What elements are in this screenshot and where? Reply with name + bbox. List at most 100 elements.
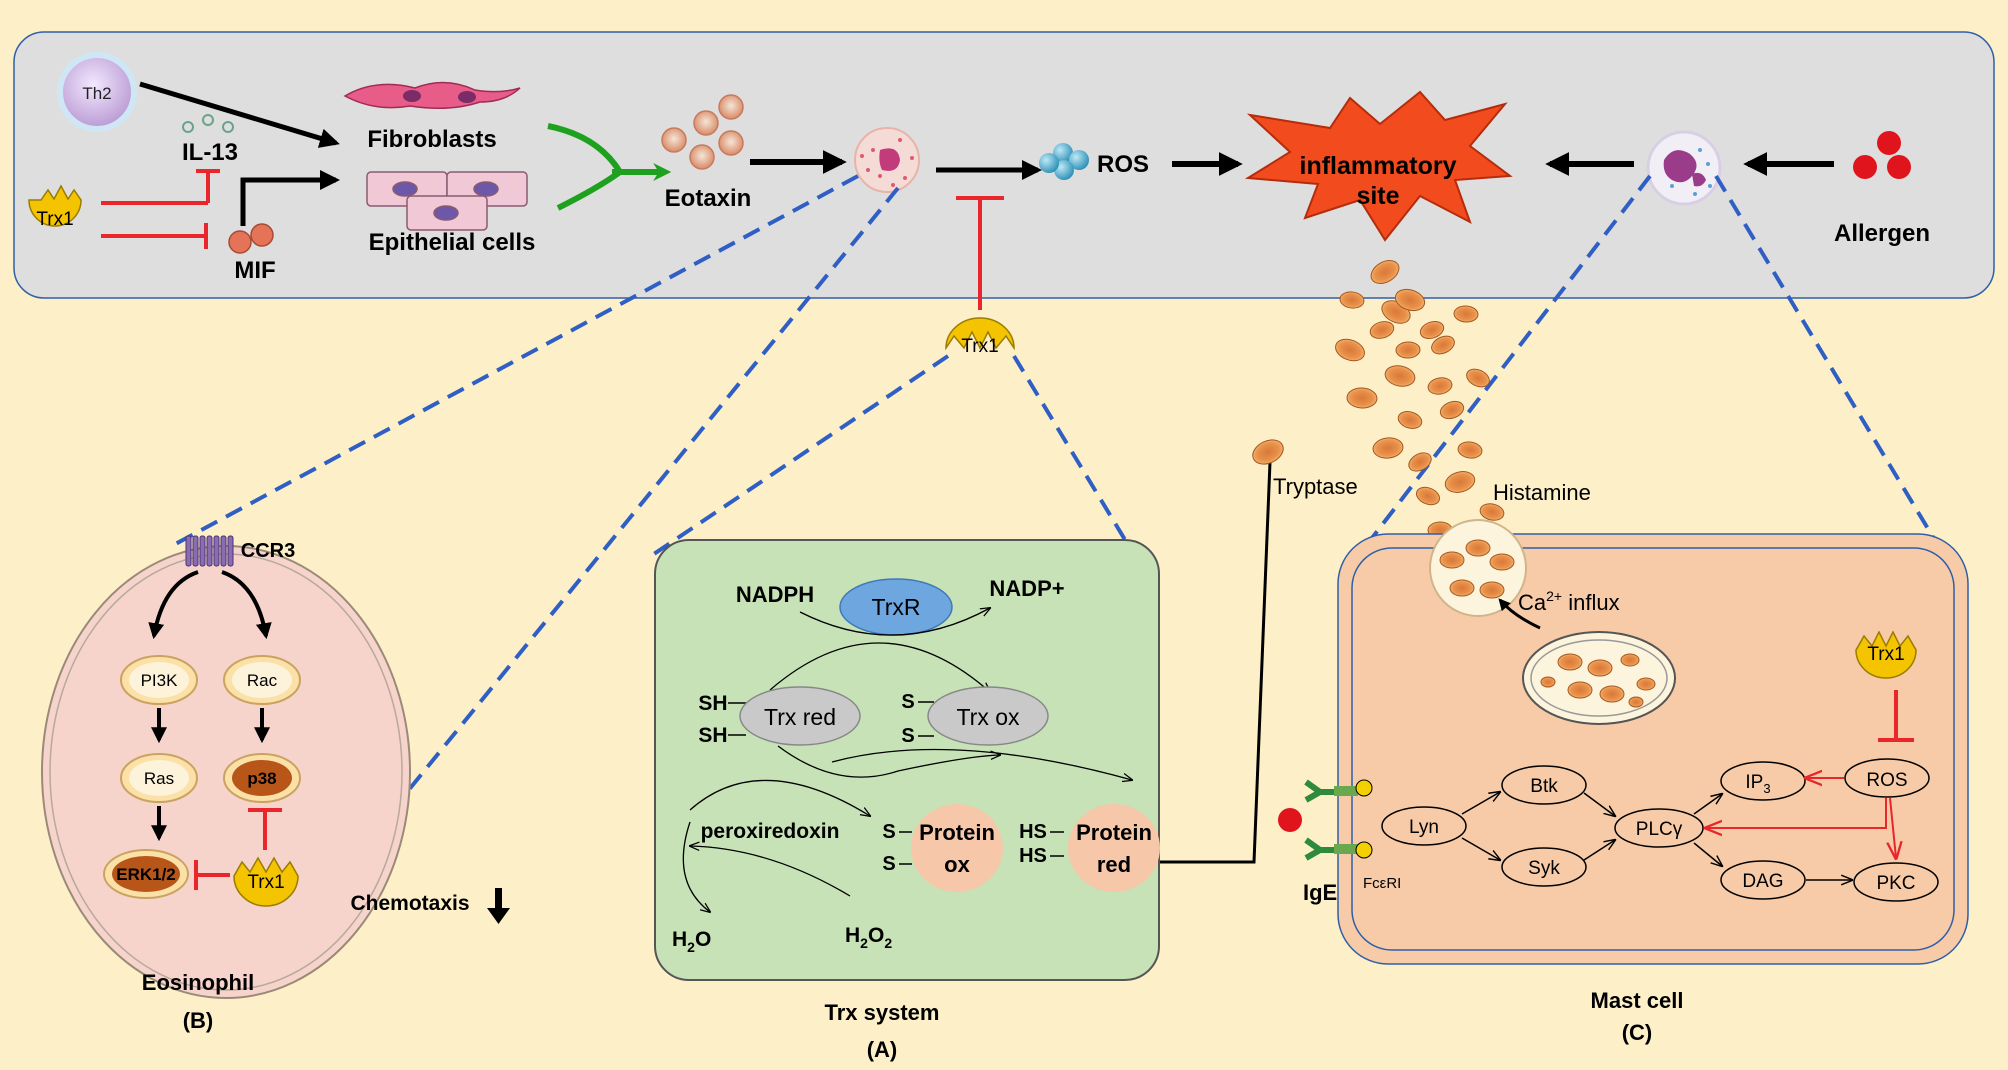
inflammatory-site-burst bbox=[1244, 90, 1513, 242]
lyn-label: Lyn bbox=[1409, 817, 1439, 838]
histamine-granule bbox=[1397, 411, 1423, 429]
epithelial-green-arrow bbox=[556, 169, 622, 211]
mast-cell-caption: Mast cell bbox=[1591, 988, 1684, 1013]
mast-cell-icon bbox=[1646, 130, 1722, 206]
histamine-granule bbox=[1369, 321, 1395, 339]
fibroblasts-icon bbox=[343, 81, 521, 109]
trx1-mastcell-icon: Trx1 bbox=[1855, 630, 1917, 679]
histamine-granule bbox=[1335, 338, 1365, 362]
s-top-label: S bbox=[901, 691, 914, 713]
trxr-label: TrxR bbox=[872, 594, 921, 620]
vesicle-granules bbox=[1439, 539, 1515, 599]
trx-to-tryptase-connector bbox=[1160, 461, 1272, 864]
protein-ox-s-top: S bbox=[882, 821, 895, 843]
ras-node: Ras bbox=[120, 753, 198, 803]
trx-system-caption: Trx system bbox=[825, 1000, 940, 1025]
to-protein-red-arrow bbox=[831, 748, 1132, 780]
inflammatory-site-label-1: inflammatory bbox=[1300, 152, 1457, 180]
ros-mast-label: ROS bbox=[1866, 770, 1907, 791]
dag-label: DAG bbox=[1742, 871, 1783, 892]
tryptase-label: Tryptase bbox=[1273, 474, 1358, 499]
histamine-granule bbox=[1431, 335, 1455, 355]
histamine-granule bbox=[1346, 387, 1378, 409]
trx1-eosinophil-label: Trx1 bbox=[247, 872, 284, 893]
eotaxin-molecules-icon bbox=[661, 94, 744, 170]
mif-molecules-icon bbox=[228, 223, 274, 254]
il13-droplets-icon bbox=[182, 114, 234, 133]
ige-antigen-icon bbox=[1278, 808, 1302, 832]
allergen-label: Allergen bbox=[1834, 220, 1930, 247]
p38-node: p38 bbox=[223, 753, 301, 803]
mif-label: MIF bbox=[234, 257, 275, 284]
protein-ox-label-2: ox bbox=[944, 852, 970, 877]
ca-influx-label: Ca2+ influx bbox=[1518, 588, 1620, 615]
trx1-center-label: Trx1 bbox=[961, 336, 998, 357]
h2o-label: H2O bbox=[672, 928, 711, 955]
erk-label: ERK1/2 bbox=[116, 865, 176, 884]
histamine-granule bbox=[1453, 305, 1479, 323]
sh-bottom-label: SH bbox=[698, 724, 727, 747]
down-arrow-icon bbox=[487, 888, 510, 924]
histamine-granule bbox=[1408, 452, 1432, 472]
mif-to-epithelial-arrow bbox=[240, 170, 340, 226]
ccr3-to-pi3k-arrow bbox=[148, 570, 199, 640]
dag-node: DAG bbox=[1720, 860, 1806, 900]
syk-label: Syk bbox=[1528, 858, 1560, 879]
pi3k-node: PI3K bbox=[120, 655, 198, 705]
histamine-granule bbox=[1372, 437, 1404, 459]
trx-red-label: Trx red bbox=[764, 704, 836, 730]
protein-red-label-1: Protein bbox=[1076, 820, 1152, 845]
nadph-to-nadp-arrow bbox=[799, 608, 990, 636]
trx1-mastcell-label: Trx1 bbox=[1867, 644, 1904, 665]
trx-system-panel-label: (A) bbox=[867, 1037, 898, 1062]
histamine-granule bbox=[1419, 320, 1445, 340]
dashed-connectors bbox=[167, 174, 1950, 879]
rac-label: Rac bbox=[247, 671, 278, 690]
protein-red-node: Protein red bbox=[1068, 804, 1160, 892]
histamine-granule bbox=[1370, 260, 1400, 284]
ccr3-receptor-icon bbox=[185, 535, 234, 567]
fibroblasts-label: Fibroblasts bbox=[367, 126, 496, 153]
chemotaxis-label: Chemotaxis bbox=[350, 892, 469, 915]
s-bottom-label: S bbox=[901, 725, 914, 747]
peroxiredoxin-to-h2o-arrow bbox=[682, 821, 710, 912]
trx-ox-label: Trx ox bbox=[956, 704, 1020, 730]
ros-activation-arrows bbox=[1706, 778, 1896, 858]
allergen-icon bbox=[1853, 131, 1911, 179]
ccr3-label: CCR3 bbox=[241, 540, 295, 562]
tryptase-granule-icon bbox=[1252, 439, 1284, 465]
histamine-granules bbox=[1335, 260, 1513, 569]
btk-node: Btk bbox=[1501, 765, 1587, 805]
erk-node: ERK1/2 bbox=[103, 849, 189, 899]
fibroblasts-green-arrow bbox=[547, 123, 623, 174]
trx-ox-node: Trx ox bbox=[927, 686, 1049, 746]
hs-top-label: HS bbox=[1019, 821, 1047, 843]
th2-label: Th2 bbox=[82, 84, 111, 103]
pkc-label: PKC bbox=[1876, 873, 1915, 894]
syk-node: Syk bbox=[1501, 847, 1587, 887]
trx-ox-return-arrow bbox=[777, 745, 1000, 778]
th2-cell: Th2 bbox=[57, 52, 137, 132]
trx1-eosinophil-icon: Trx1 bbox=[233, 856, 299, 907]
pkc-node: PKC bbox=[1853, 862, 1939, 902]
ras-label: Ras bbox=[144, 769, 174, 788]
inflammatory-site-label-2: site bbox=[1356, 182, 1399, 210]
histamine-granule bbox=[1439, 400, 1465, 420]
hs-bottom-label: HS bbox=[1019, 845, 1047, 867]
lyn-node: Lyn bbox=[1381, 806, 1467, 846]
protein-ox-node: Protein ox bbox=[911, 804, 1003, 892]
eosinophil-caption: Eosinophil bbox=[142, 970, 254, 995]
eotaxin-label: Eotaxin bbox=[665, 185, 752, 212]
er-granules bbox=[1540, 653, 1656, 708]
histamine-granule bbox=[1384, 365, 1416, 387]
plcg-label: PLCγ bbox=[1636, 819, 1683, 840]
histamine-granule bbox=[1479, 503, 1505, 521]
top-panel-background bbox=[13, 31, 1995, 299]
epithelial-cells-label: Epithelial cells bbox=[369, 229, 536, 256]
ip3-node: IP3 bbox=[1720, 761, 1806, 801]
protein-red-label-2: red bbox=[1097, 852, 1131, 877]
trx-red-node: Trx red bbox=[739, 686, 861, 746]
trxr-node: TrxR bbox=[839, 578, 953, 636]
histamine-granule bbox=[1415, 486, 1441, 506]
